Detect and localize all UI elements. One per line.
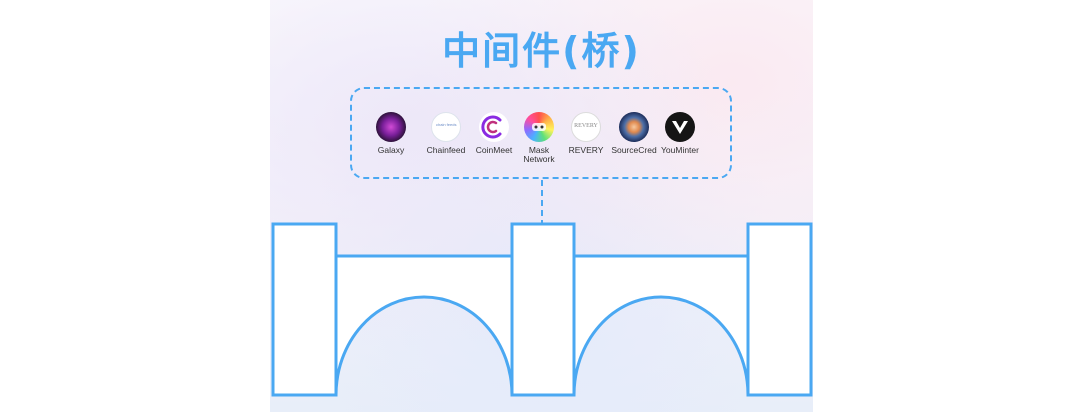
bridge-span-right: [574, 256, 748, 395]
bridge-pillar-left: [273, 224, 336, 395]
bridge-pillar-right: [748, 224, 811, 395]
bridge-pillar-middle: [512, 224, 574, 395]
bridge-span-left: [336, 256, 512, 395]
